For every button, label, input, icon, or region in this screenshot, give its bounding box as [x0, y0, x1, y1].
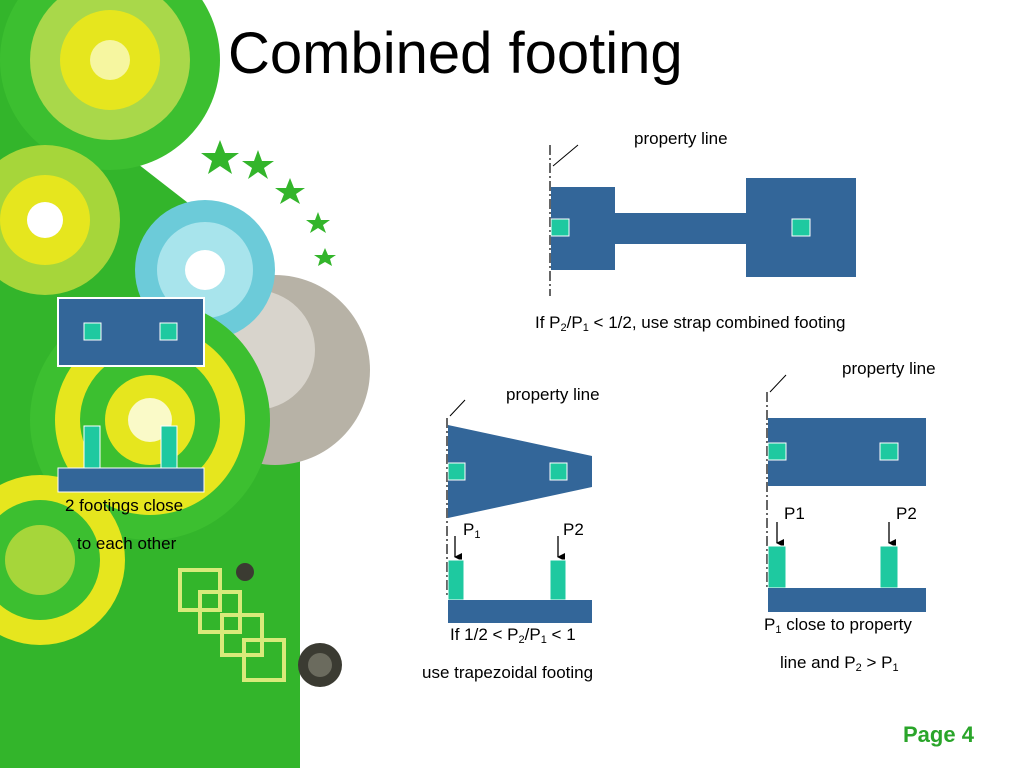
column-plan-1 [550, 218, 570, 237]
deco-dark-dot [236, 563, 254, 581]
rectangular-footing-elevation [768, 588, 926, 612]
close-footings-panel [57, 297, 205, 493]
property-line-leader [769, 374, 787, 393]
column-plan-2 [159, 322, 178, 341]
combined-footing-plan [57, 297, 205, 367]
load-label-p2: P2 [896, 504, 917, 523]
property-line-label: property line [634, 129, 728, 148]
load-label-p1: P1 [463, 520, 481, 541]
column-plan-2 [879, 442, 899, 461]
load-label-p2: P2 [563, 520, 584, 539]
column-elevation-2 [160, 425, 178, 469]
page-number: Page 4 [903, 722, 974, 747]
trapezoidal-condition-caption: If 1/2 < P2/P1 < 1 [450, 625, 576, 646]
strap-beam [614, 213, 747, 244]
deco-circle [90, 40, 130, 80]
column-plan-1 [83, 322, 102, 341]
trapezoidal-caption-line2: use trapezoidal footing [422, 663, 594, 682]
column-plan-2 [791, 218, 811, 237]
property-line-leader [449, 399, 466, 417]
close-footings-caption-line1: 2 footings close [65, 496, 184, 515]
rectangular-caption-line1: P1 close to property [764, 615, 912, 636]
rectangular-caption-line2: line and P2 > P1 [780, 653, 899, 674]
deco-stars [201, 140, 336, 266]
page-title: Combined footing [228, 21, 683, 86]
trapezoidal-footing-elevation [448, 600, 592, 623]
deco-squares [178, 568, 286, 682]
strap-condition-caption: If P2/P1 < 1/2, use strap combined footi… [535, 313, 846, 334]
column-plan-1 [447, 462, 466, 481]
rectangular-footing-panel [766, 374, 926, 612]
column-elevation-1 [767, 545, 787, 589]
trapezoidal-footing-plan [448, 425, 592, 518]
strap-footing-panel [549, 144, 856, 296]
column-elevation-1 [83, 425, 101, 469]
column-plan-1 [767, 442, 787, 461]
load-label-p1: P1 [784, 504, 805, 523]
property-line-leader [552, 144, 579, 167]
trapezoidal-footing-panel [446, 399, 592, 623]
close-footings-caption-line2: to each other [77, 534, 177, 553]
deco-cyan-circle [185, 250, 225, 290]
property-line-label: property line [842, 359, 936, 378]
deco-circle [27, 202, 63, 238]
combined-footing-elevation [57, 467, 205, 493]
deco-dark-circle [308, 653, 332, 677]
rectangular-footing-plan [768, 418, 926, 486]
column-elevation-2 [549, 559, 567, 601]
column-plan-2 [549, 462, 568, 481]
column-elevation-2 [879, 545, 899, 589]
deco-circle [5, 525, 75, 595]
property-line-label: property line [506, 385, 600, 404]
column-elevation-1 [447, 559, 465, 601]
